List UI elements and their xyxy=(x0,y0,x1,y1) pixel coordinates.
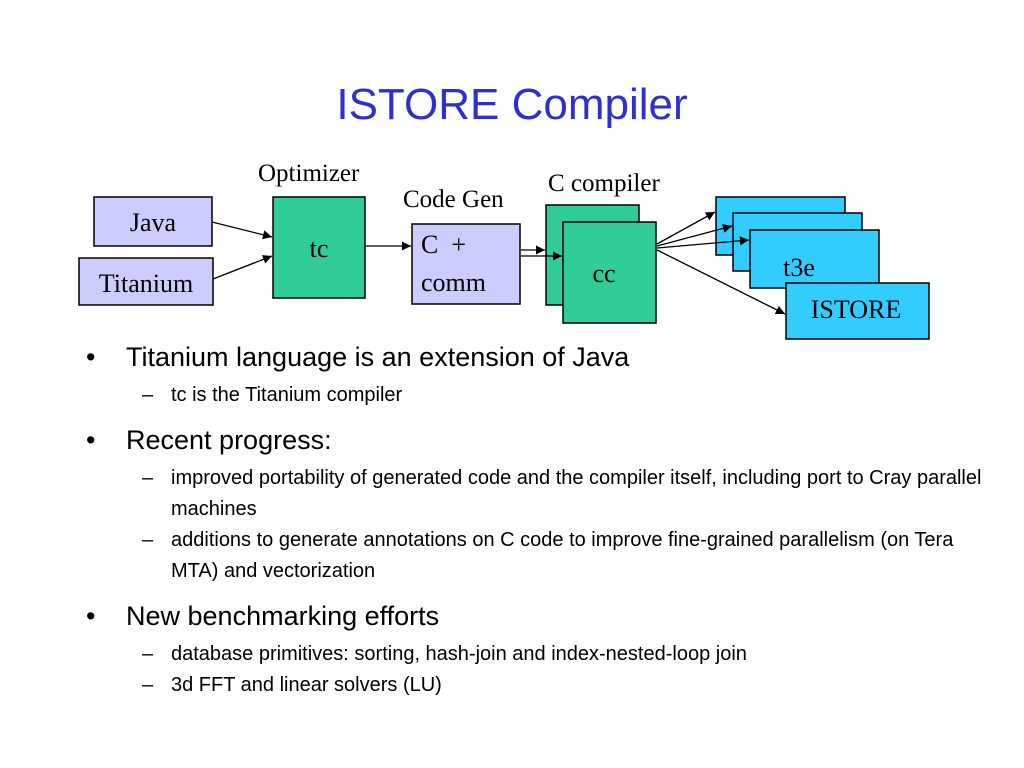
sub-bullet-item: – tc is the Titanium compiler xyxy=(86,380,986,411)
cc-box-stack: cc xyxy=(545,204,657,324)
java-label: Java xyxy=(130,208,177,237)
bullet-mark: • xyxy=(86,342,96,372)
bullet-group: • Recent progress: – improved portabilit… xyxy=(86,423,986,587)
bullet-text: New benchmarking efforts xyxy=(126,601,440,631)
arrow-cc-istore xyxy=(656,249,786,315)
c-comm-label-line2: comm xyxy=(421,268,486,297)
slide-title: ISTORE Compiler xyxy=(336,80,688,129)
sub-bullet-mark: – xyxy=(142,467,154,489)
ccompiler-label: C compiler xyxy=(548,170,660,197)
istore-box: ISTORE xyxy=(785,282,930,340)
sub-bullet-text: improved portability of generated code a… xyxy=(171,467,982,520)
c-comm-box: C + comm xyxy=(411,223,521,305)
sub-bullet-mark: – xyxy=(142,384,154,406)
sub-bullet-mark: – xyxy=(142,674,154,696)
arrow-cc-target-2 xyxy=(656,223,733,247)
bullet-group: • New benchmarking efforts – database pr… xyxy=(86,599,986,701)
target-box-stack: t3e xyxy=(715,196,880,289)
titanium-label: Titanium xyxy=(99,269,193,298)
sub-bullet-item: – database primitives: sorting, hash-joi… xyxy=(86,639,986,670)
sub-bullet-text: 3d FFT and linear solvers (LU) xyxy=(171,674,442,696)
optimizer-label: Optimizer xyxy=(258,160,360,187)
titanium-box: Titanium xyxy=(78,257,214,306)
arrow-java-tc xyxy=(211,221,273,240)
t3e-label: t3e xyxy=(783,253,815,282)
sub-bullet-item: – additions to generate annotations on C… xyxy=(86,525,986,587)
arrow-cc-target-1 xyxy=(656,211,716,245)
sub-bullet-item: – 3d FFT and linear solvers (LU) xyxy=(86,670,986,701)
istore-label: ISTORE xyxy=(811,295,902,324)
bullet-item: • Recent progress: xyxy=(86,423,986,457)
bullet-mark: • xyxy=(86,425,96,455)
sub-bullet-text: database primitives: sorting, hash-join … xyxy=(171,643,747,665)
bullet-text: Recent progress: xyxy=(126,425,332,455)
sub-bullet-text: additions to generate annotations on C c… xyxy=(171,529,954,582)
codegen-label: Code Gen xyxy=(403,186,504,213)
sub-bullet-item: – improved portability of generated code… xyxy=(86,463,986,525)
arrow-cc-target-3 xyxy=(656,236,750,249)
arrow-titanium-tc xyxy=(212,255,273,280)
java-box: Java xyxy=(93,196,213,247)
bullet-item: • New benchmarking efforts xyxy=(86,599,986,633)
bullet-text: Titanium language is an extension of Jav… xyxy=(126,342,630,372)
sub-bullet-mark: – xyxy=(142,643,154,665)
tc-label: tc xyxy=(310,234,329,263)
c-comm-label-line1: C + xyxy=(421,230,466,259)
diagram-arrows xyxy=(211,211,786,315)
bullet-item: • Titanium language is an extension of J… xyxy=(86,340,986,374)
sub-bullet-text: tc is the Titanium compiler xyxy=(171,384,403,406)
tc-box: tc xyxy=(272,196,366,299)
bullet-group: • Titanium language is an extension of J… xyxy=(86,340,986,411)
sub-bullet-mark: – xyxy=(142,529,154,551)
bullet-list: • Titanium language is an extension of J… xyxy=(86,340,986,713)
cc-label: cc xyxy=(592,259,615,288)
bullet-mark: • xyxy=(86,601,96,631)
